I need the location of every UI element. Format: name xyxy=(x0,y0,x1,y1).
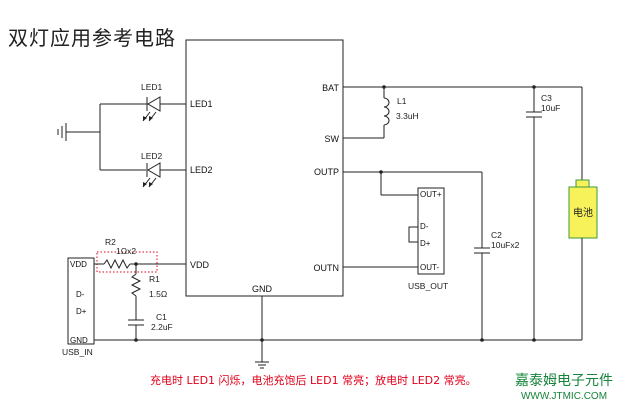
c1-name: C1 xyxy=(156,312,167,322)
c2-value: 10uFx2 xyxy=(491,240,520,250)
ground-symbol-bottom xyxy=(255,361,269,369)
battery-label: 电池 xyxy=(573,206,593,219)
usb-out-pin-outplus: OUT+ xyxy=(420,190,442,199)
led1-label: LED1 xyxy=(141,82,163,92)
r1-name: R1 xyxy=(149,274,160,284)
usb-out-label: USB_OUT xyxy=(408,281,448,291)
r2-value: 1Ωx2 xyxy=(116,246,136,256)
l1-name: L1 xyxy=(397,96,407,106)
usb-in-pin-dplus: D+ xyxy=(76,307,87,316)
usb-out-pin-dplus: D+ xyxy=(420,239,431,248)
ic-pin-outp-label: OUTP xyxy=(314,167,339,177)
usb-in-pin-dminus: D- xyxy=(76,290,85,299)
capacitor-c1 xyxy=(128,319,144,340)
watermark-company: 嘉泰姆电子元件 xyxy=(515,373,613,389)
ic-body xyxy=(185,39,344,297)
page-title: 双灯应用参考电路 xyxy=(8,26,176,50)
ic-pin-led2-label: LED2 xyxy=(190,165,213,175)
usb-in-pin-gnd: GND xyxy=(70,336,88,345)
usb-out-connector xyxy=(408,187,445,275)
r1-value: 1.5Ω xyxy=(149,289,167,299)
usb-in-label: USB_IN xyxy=(62,347,93,357)
inductor-l1 xyxy=(343,86,390,139)
usb-out-pin-outminus: OUT- xyxy=(420,263,439,272)
ic-pin-led1-label: LED1 xyxy=(190,99,213,109)
bat-rail xyxy=(382,85,583,182)
c1-value: 2.2uF xyxy=(151,322,173,332)
watermark-url: WWW.JTMIC.COM xyxy=(520,391,608,402)
ic-pin-vdd-label: VDD xyxy=(190,260,210,270)
led2-diode xyxy=(142,162,161,188)
resistor-r2 xyxy=(94,251,186,273)
l1-value: 3.3uH xyxy=(396,111,419,121)
watermark-logo: 嘉泰姆电子元件 WWW.JTMIC.COM xyxy=(510,370,618,402)
output-wires xyxy=(343,170,483,268)
led2-label: LED2 xyxy=(141,151,163,161)
ic-pin-gnd-label: GND xyxy=(252,284,273,294)
c3-value: 10uF xyxy=(541,103,560,113)
c2-name: C2 xyxy=(491,230,502,240)
operation-note: 充电时 LED1 闪烁，电池充饱后 LED1 常亮；放电时 LED2 常亮。 xyxy=(150,374,477,387)
usb-out-pin-dminus: D- xyxy=(420,222,429,231)
capacitor-c2 xyxy=(474,247,490,340)
ground-symbol-left xyxy=(57,123,100,141)
usb-in-connector xyxy=(67,257,95,345)
led1-diode xyxy=(142,96,161,122)
r2-name: R2 xyxy=(105,237,116,247)
usb-in-pin-vdd: VDD xyxy=(70,260,87,269)
ic-pin-bat-label: BAT xyxy=(322,83,339,93)
c3-name: C3 xyxy=(541,93,552,103)
ground-rail xyxy=(94,296,582,362)
battery-symbol xyxy=(568,179,598,340)
ic-pin-sw-label: SW xyxy=(325,134,340,144)
capacitor-c3 xyxy=(526,87,542,340)
resistor-r1 xyxy=(130,264,142,320)
ic-pin-outn-label: OUTN xyxy=(314,263,340,273)
led-network-wires xyxy=(99,103,186,171)
